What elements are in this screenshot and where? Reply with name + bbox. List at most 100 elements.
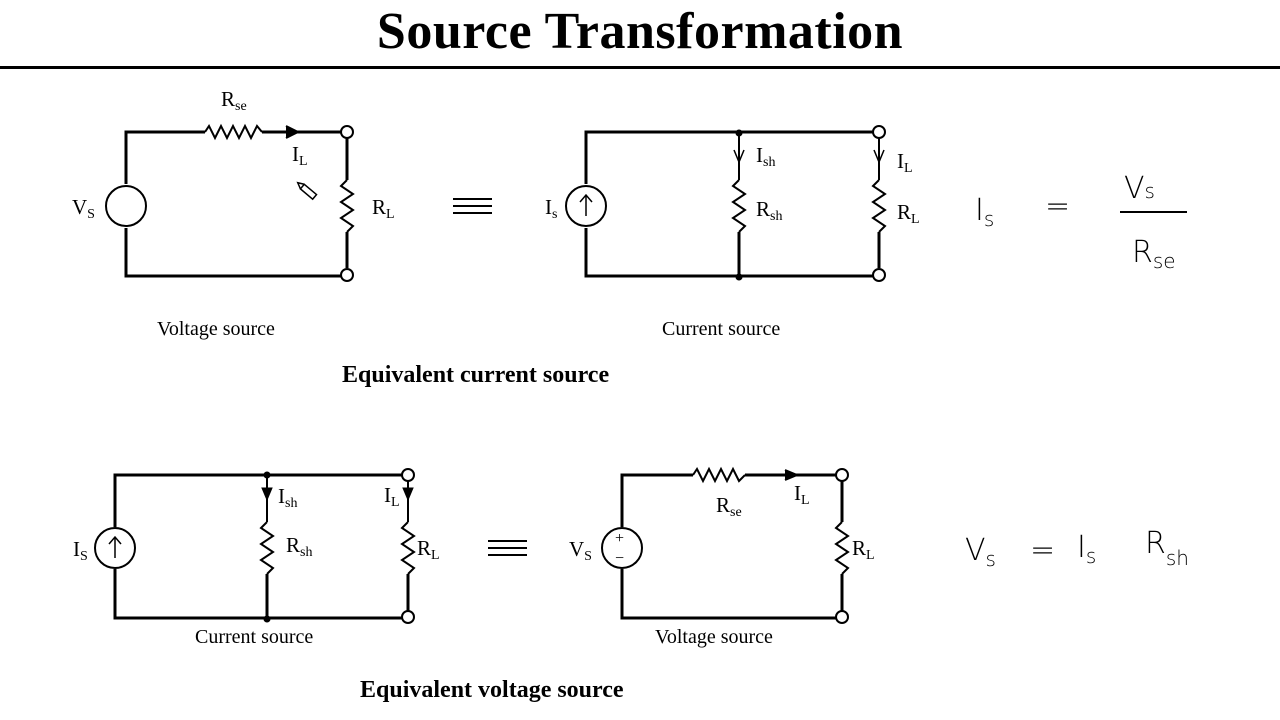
diagram-label: s — [986, 547, 996, 571]
label-rse: Rse — [221, 87, 247, 114]
current-arrow-icon — [402, 487, 414, 502]
diagram-label: S — [87, 207, 95, 222]
label-ish: Ish — [756, 143, 775, 170]
current-arrow-icon — [285, 125, 301, 139]
resistor-rse — [692, 466, 746, 484]
junction-dot — [735, 273, 743, 281]
resistor-rse — [204, 123, 263, 141]
junction-dot — [263, 471, 271, 479]
diagram-label: se — [235, 99, 247, 114]
diagram-label: I — [73, 537, 80, 561]
terminal-icon — [872, 268, 886, 282]
caption-current-source: Current source — [662, 318, 780, 340]
diagram-label: I — [1077, 530, 1086, 565]
diagram-label: Rse — [1132, 235, 1176, 273]
diagram-label: L — [431, 548, 440, 563]
pen-cursor-icon — [296, 181, 318, 201]
diagram-label: I — [897, 149, 904, 173]
terminal-icon — [401, 468, 415, 482]
diagram-label: R — [1145, 526, 1166, 561]
diagram-label: R — [852, 536, 866, 560]
label-rse: Rse — [716, 493, 742, 520]
diagram-label: R — [756, 197, 770, 221]
terminal-icon — [835, 468, 849, 482]
diagram-label: L — [801, 493, 810, 508]
caption-current-source: Current source — [195, 626, 313, 648]
wire — [124, 130, 205, 184]
equivalence-icon — [453, 198, 492, 214]
diagram-label: L — [386, 207, 395, 222]
wire — [584, 228, 874, 278]
diagram-label: s — [984, 207, 994, 231]
plus-sign: + — [615, 530, 624, 547]
diagram-label: L — [299, 154, 308, 169]
formula-is: Is = Vs Rse — [975, 171, 1176, 273]
label-il: IL — [384, 483, 400, 510]
caption-voltage-source: Voltage source — [157, 318, 275, 340]
diagram-label: sh — [770, 209, 782, 224]
resistor-rl — [834, 521, 850, 575]
label-il: IL — [794, 481, 810, 508]
label-il: IL — [292, 142, 308, 169]
wire — [620, 569, 836, 620]
diagram-label: Rsh — [1145, 526, 1189, 570]
voltage-source-icon — [105, 185, 147, 227]
heading-equivalent-voltage-source: Equivalent voltage source — [360, 677, 624, 703]
wire — [584, 130, 874, 184]
wire — [124, 228, 342, 278]
resistor-rsh — [259, 521, 275, 575]
diagram-label: I — [384, 483, 391, 507]
diagram-label: V — [965, 533, 986, 568]
diagram-label: L — [391, 495, 400, 510]
diagram-label: R — [372, 195, 386, 219]
diagram-label: s — [1086, 544, 1096, 568]
wire — [620, 473, 693, 527]
diagram-label: R — [286, 533, 300, 557]
diagram-label: Vs — [1124, 171, 1155, 206]
label-vs: VS — [72, 195, 95, 222]
label-is: IS — [73, 537, 88, 564]
terminal-icon — [835, 610, 849, 624]
diagram-label: I — [975, 193, 984, 228]
diagram-label: sh — [300, 545, 312, 560]
junction-dot — [735, 129, 743, 137]
diagram-label: L — [866, 548, 875, 563]
label-is: Is — [545, 195, 557, 222]
up-arrow-icon — [579, 193, 593, 216]
diagram-label: s — [1145, 179, 1155, 203]
wire — [113, 569, 403, 620]
page-title: Source Transformation — [376, 3, 904, 60]
label-rl: RL — [372, 195, 395, 222]
current-arrow-icon — [261, 487, 273, 502]
diagram-label: L — [904, 161, 913, 176]
heading-equivalent-current-source: Equivalent current source — [342, 362, 609, 388]
diagram-label: = — [1045, 189, 1070, 224]
terminal-icon — [872, 125, 886, 139]
label-rsh: Rsh — [286, 533, 312, 560]
diagram-label: S — [80, 549, 88, 564]
wire — [113, 473, 403, 527]
terminal-icon — [340, 268, 354, 282]
terminal-icon — [401, 610, 415, 624]
diagram-label: Is — [975, 193, 994, 231]
resistor-rl — [871, 179, 887, 233]
diagram-label: Vs — [965, 533, 996, 571]
current-arrow-icon — [733, 149, 745, 164]
circuit-current-source-2 — [94, 468, 416, 624]
formula-vs: Vs = Is Rsh — [965, 526, 1189, 571]
voltage-source-icon — [601, 527, 643, 569]
diagram-label: se — [730, 505, 742, 520]
diagram-label: V — [72, 195, 87, 219]
diagram-label: = — [1030, 533, 1055, 568]
diagram-label: V — [569, 537, 584, 561]
up-arrow-icon — [108, 535, 122, 558]
junction-dot — [263, 615, 271, 623]
label-il: IL — [897, 149, 913, 176]
diagram-label: R — [716, 493, 730, 517]
label-rl: RL — [897, 200, 920, 227]
diagram-label: I — [278, 484, 285, 508]
diagram-label: R — [221, 87, 235, 111]
diagram-label: I — [292, 142, 299, 166]
diagram-label: L — [911, 212, 920, 227]
